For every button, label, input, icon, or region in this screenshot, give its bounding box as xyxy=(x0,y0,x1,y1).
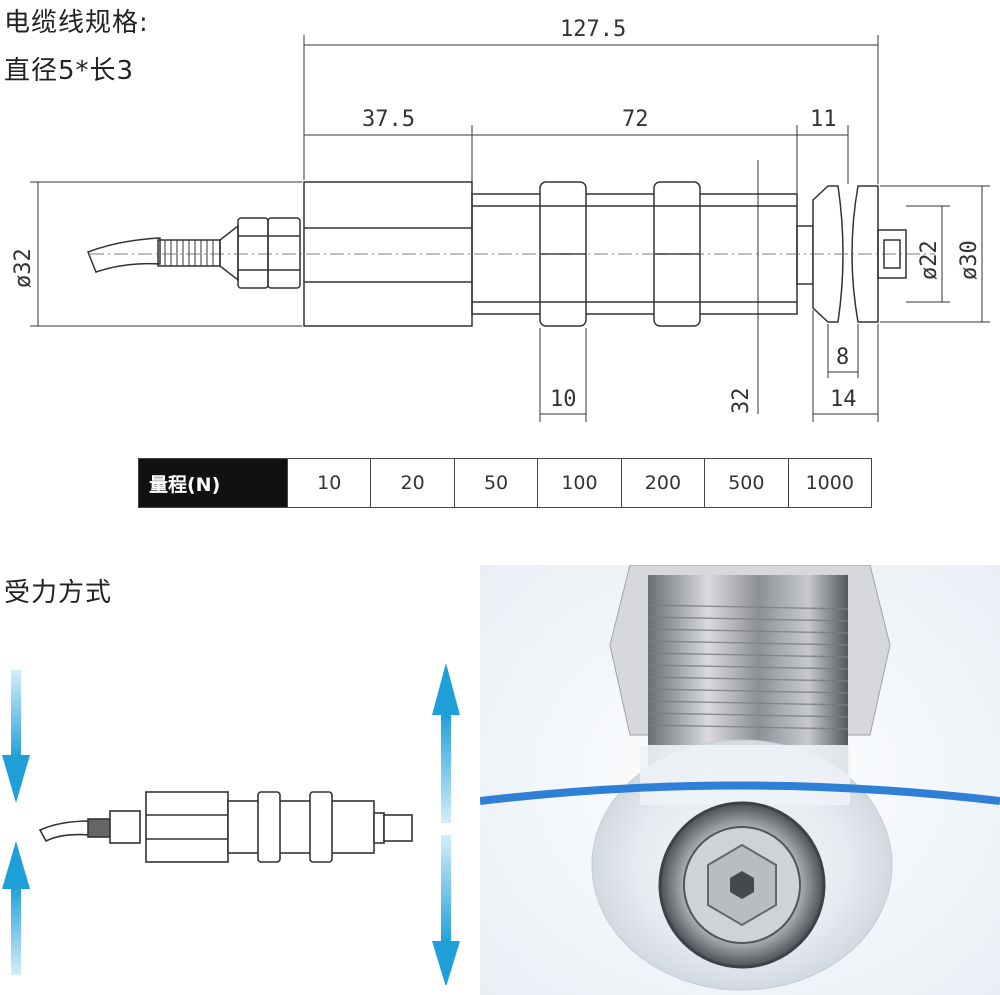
cable-spec-subtitle: 直径5*长3 xyxy=(4,56,135,86)
load-mode-title: 受力方式 xyxy=(4,578,113,608)
dim-pulley-length: 11 xyxy=(810,107,837,132)
dim-groove-width: 8 xyxy=(836,345,849,370)
dim-body-length: 37.5 xyxy=(362,107,415,132)
range-cell: 50 xyxy=(453,458,539,508)
range-cell: 10 xyxy=(286,458,372,508)
range-cell: 200 xyxy=(620,458,706,508)
dim-thread-diameter: 32 xyxy=(729,388,754,415)
dim-pulley-width: 14 xyxy=(830,387,857,412)
dim-outer-diameter: ø30 xyxy=(957,240,982,280)
dim-nut-width: 10 xyxy=(550,387,577,412)
blue-cable xyxy=(480,781,1000,805)
double-arrow-icon xyxy=(432,663,460,985)
arrow-up-icon xyxy=(2,841,30,975)
technical-drawing: 127.5 37.5 72 11 ø32 ø22 ø30 10 32 8 14 xyxy=(11,17,990,422)
dim-inner-diameter: ø22 xyxy=(917,240,942,280)
dim-thread-length: 72 xyxy=(622,107,649,132)
cable-spec-title: 电缆线规格: xyxy=(4,8,149,38)
arrow-down-icon xyxy=(2,670,30,803)
dim-total-length: 127.5 xyxy=(560,17,626,42)
dim-body-diameter: ø32 xyxy=(11,248,36,288)
load-mode-diagram xyxy=(2,663,460,985)
cable-end xyxy=(87,237,161,273)
range-cell: 1000 xyxy=(787,458,873,508)
range-table: 量程(N) 10 20 50 100 200 500 1000 xyxy=(138,458,873,508)
range-cell: 20 xyxy=(370,458,455,508)
range-header: 量程(N) xyxy=(138,458,288,508)
range-cell: 100 xyxy=(537,458,622,508)
table-row: 量程(N) 10 20 50 100 200 500 1000 xyxy=(138,458,873,508)
range-cell: 500 xyxy=(704,458,789,508)
product-photo xyxy=(480,565,1000,995)
